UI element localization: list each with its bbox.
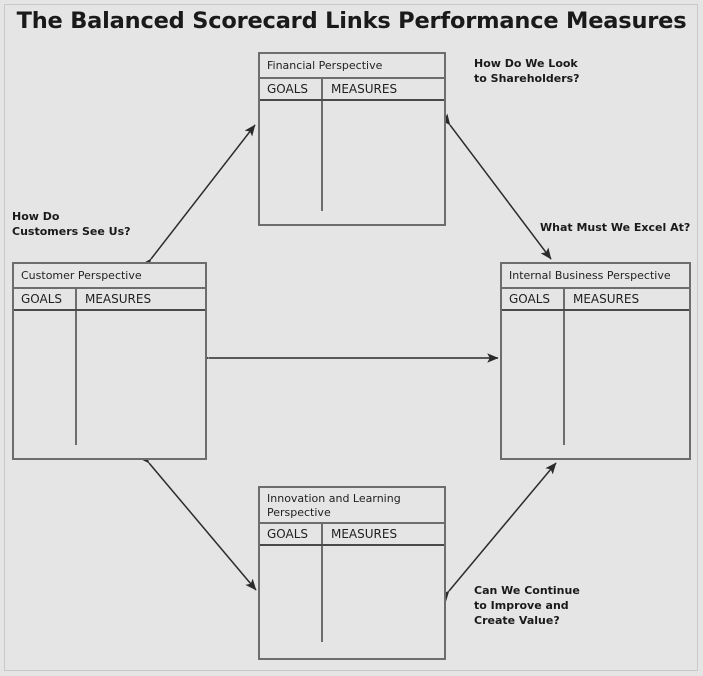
column-header-goals: GOALS [502, 288, 565, 309]
column-header-goals: GOALS [260, 523, 323, 544]
column-header-measures: MEASURES [331, 526, 398, 541]
question-excel: What Must We Excel At? [540, 221, 691, 234]
arrow-customer-financial [140, 124, 256, 271]
column-header-goals: GOALS [260, 78, 323, 99]
cell-measures [565, 311, 689, 445]
cell-measures [323, 546, 444, 642]
box-customer-perspective: Customer Perspective GOALS MEASURES [12, 262, 207, 460]
arrow-innovation-internal [438, 462, 557, 603]
arrow-customer-innovation [138, 451, 257, 591]
box-body [14, 310, 205, 445]
cell-goals [14, 310, 77, 445]
cell-measures [323, 101, 444, 211]
cell-goals [260, 100, 323, 211]
box-financial-perspective: Financial Perspective GOALS MEASURES [258, 52, 446, 226]
column-header-measures: MEASURES [85, 291, 152, 306]
box-title-internal: Internal Business Perspective [502, 264, 689, 289]
column-header-row: GOALS MEASURES [260, 523, 444, 546]
column-header-row: GOALS MEASURES [260, 78, 444, 101]
question-customers: How Do Customers See Us? [12, 210, 131, 239]
question-shareholders: How Do We Look to Shareholders? [474, 57, 580, 86]
box-body [260, 100, 444, 211]
box-body [260, 545, 444, 642]
cell-goals [260, 545, 323, 642]
column-header-measures: MEASURES [331, 81, 398, 96]
column-header-row: GOALS MEASURES [14, 288, 205, 311]
column-header-measures: MEASURES [573, 291, 640, 306]
box-title-innovation: Innovation and Learning Perspective [260, 488, 444, 524]
column-header-goals: GOALS [14, 288, 77, 309]
box-title-financial: Financial Perspective [260, 54, 444, 79]
box-innovation-learning-perspective: Innovation and Learning Perspective GOAL… [258, 486, 446, 660]
cell-goals [502, 310, 565, 445]
question-create-value: Can We Continue to Improve and Create Va… [474, 584, 580, 628]
column-header-row: GOALS MEASURES [502, 288, 689, 311]
cell-measures [77, 311, 205, 445]
box-body [502, 310, 689, 445]
page-title: The Balanced Scorecard Links Performance… [16, 8, 687, 34]
box-title-customer: Customer Perspective [14, 264, 205, 289]
box-internal-business-perspective: Internal Business Perspective GOALS MEAS… [500, 262, 691, 460]
arrow-financial-internal [439, 113, 552, 260]
